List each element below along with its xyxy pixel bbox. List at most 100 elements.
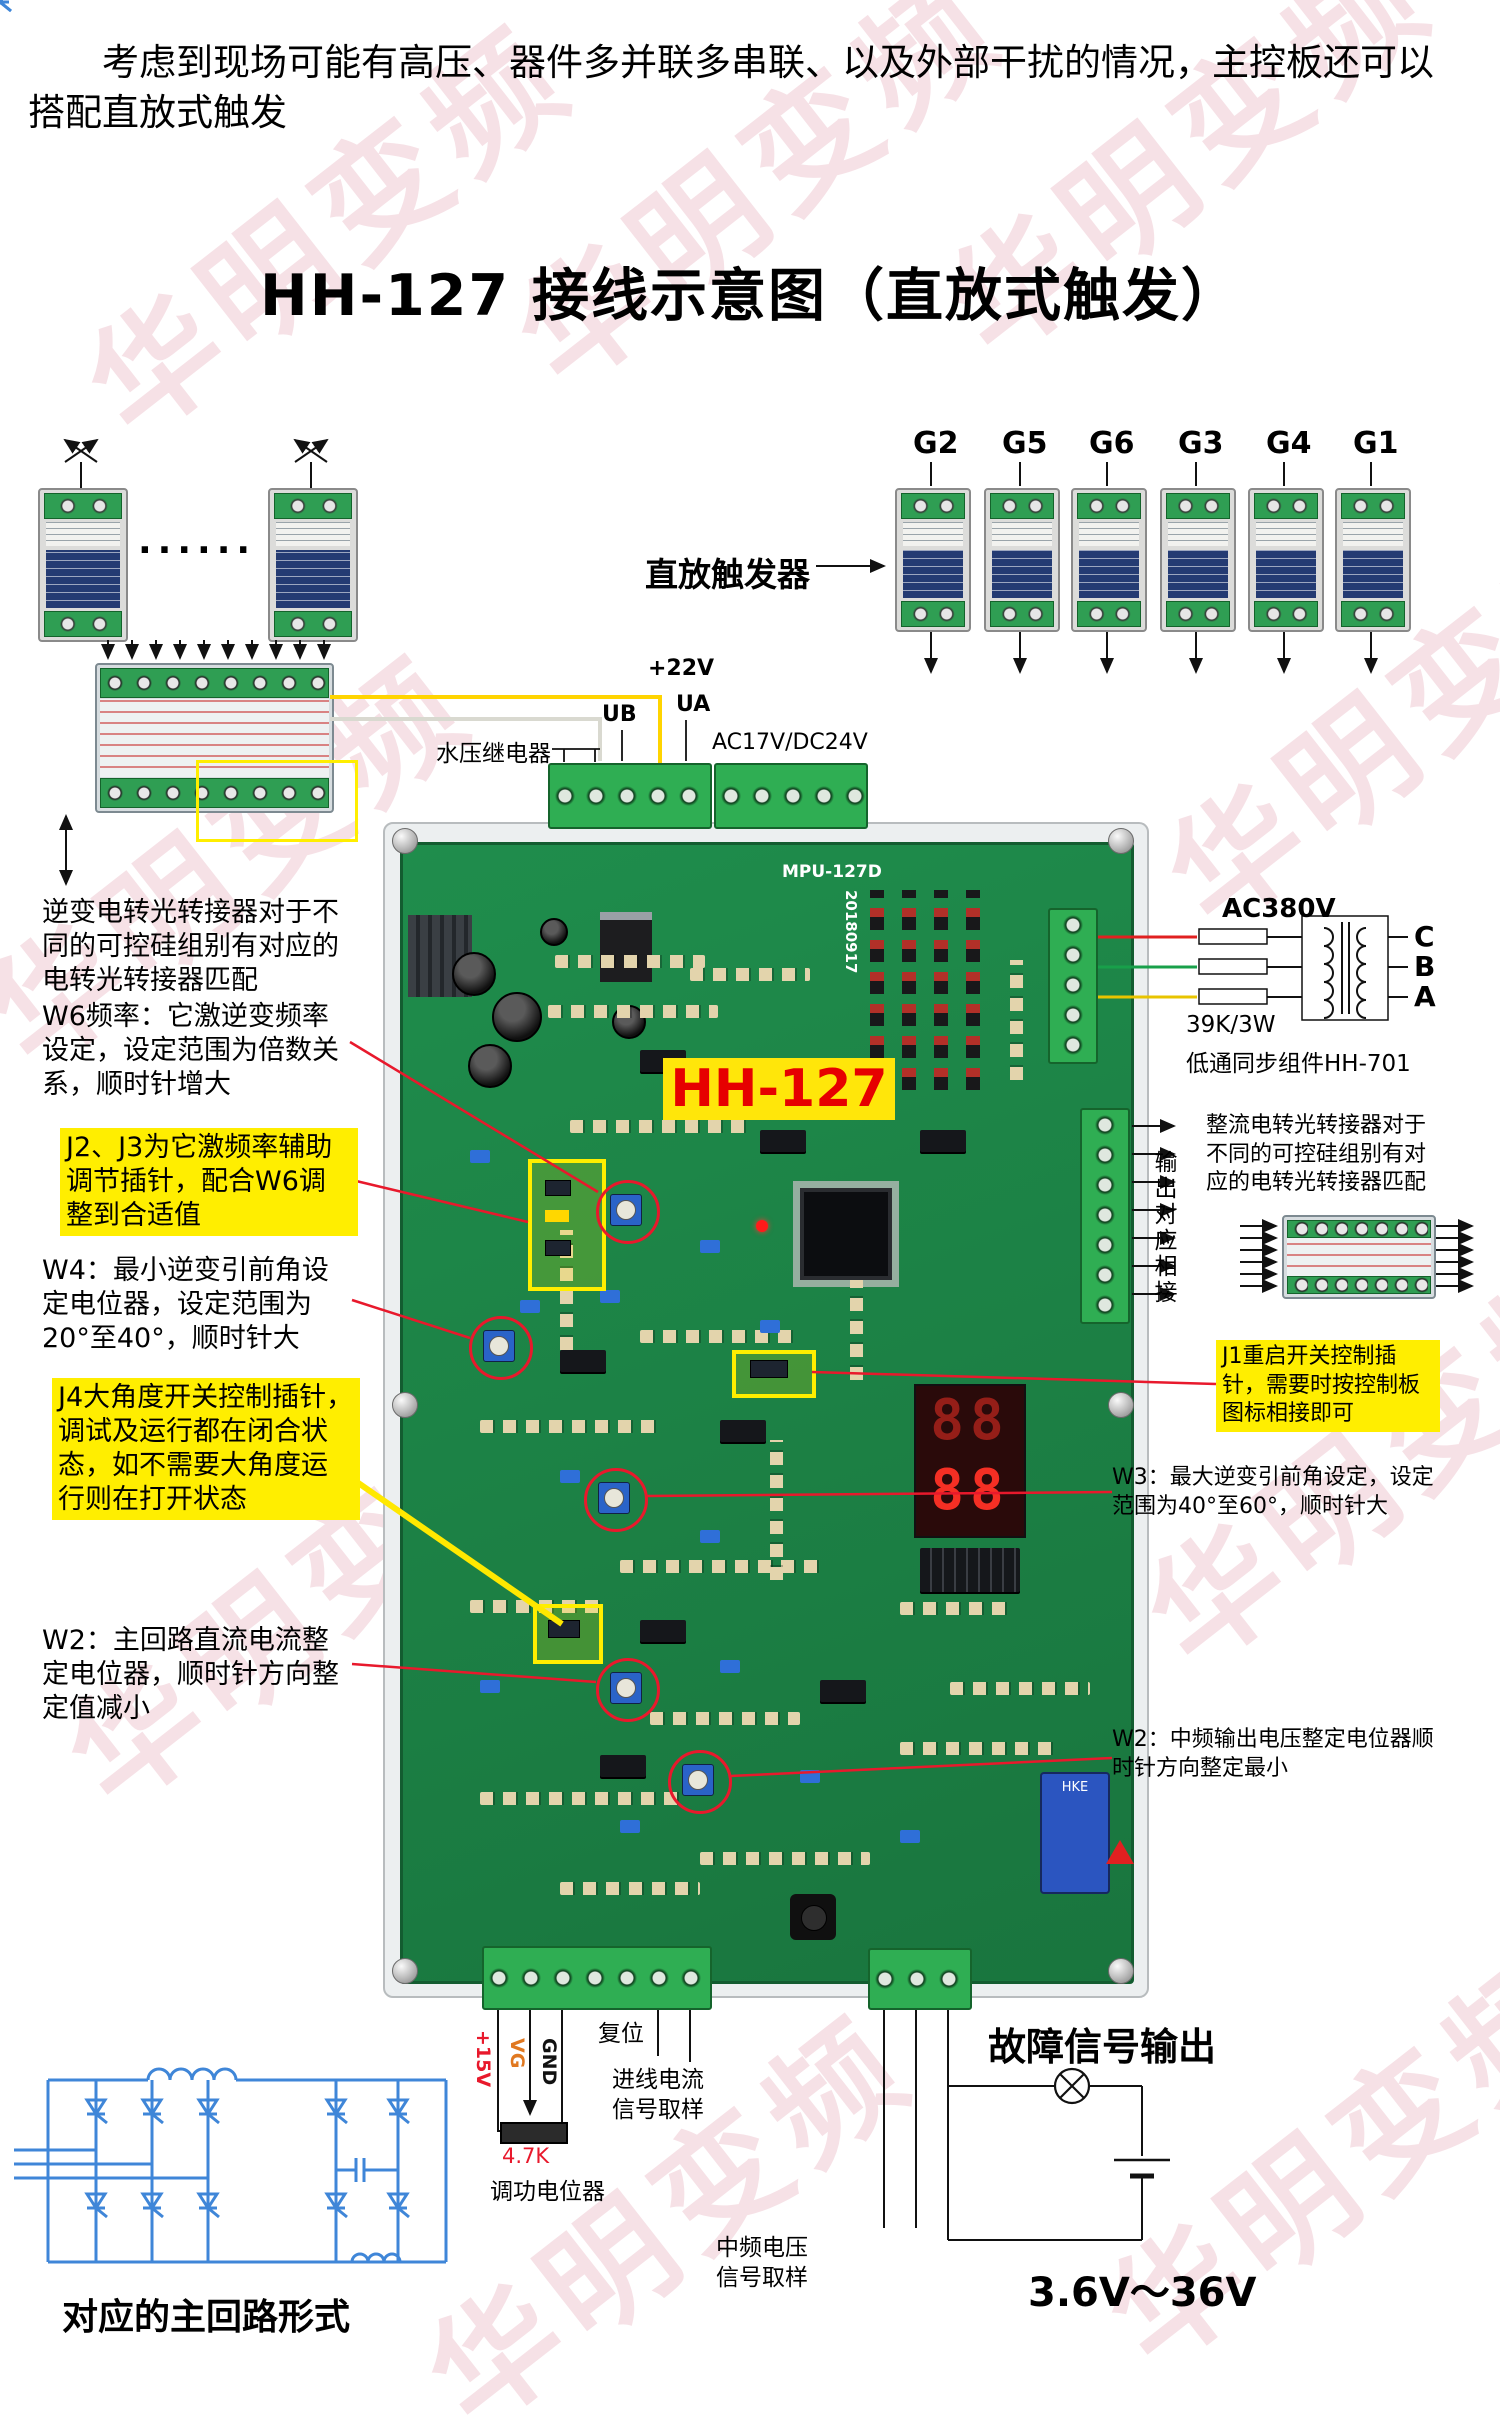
blue-capacitor bbox=[620, 1820, 640, 1833]
blue-capacitor bbox=[470, 1150, 490, 1163]
diode-column bbox=[966, 890, 980, 1090]
resistor-row bbox=[480, 1420, 660, 1433]
blue-capacitor bbox=[760, 1320, 780, 1333]
jumper-pin[interactable] bbox=[548, 1620, 580, 1638]
silkscreen-mpu: MPU-127D bbox=[782, 862, 882, 882]
blue-capacitor bbox=[480, 1680, 500, 1693]
ic-chip bbox=[600, 1755, 646, 1777]
terminal-strip bbox=[100, 778, 329, 808]
terminal-strip bbox=[100, 668, 329, 698]
module-label-area bbox=[100, 699, 329, 777]
terminal-block bbox=[548, 763, 712, 829]
blue-capacitor bbox=[700, 1530, 720, 1543]
w4-note: W4：最小逆变引前角设定电位器，设定范围为20°至40°，顺时针大 bbox=[42, 1255, 329, 1355]
push-button[interactable] bbox=[790, 1894, 836, 1940]
ic-chip bbox=[760, 1130, 806, 1152]
trigger-module bbox=[1071, 488, 1147, 632]
trigger-module bbox=[1160, 488, 1236, 632]
display-row: 88 bbox=[930, 1458, 1010, 1523]
trigger-module bbox=[895, 488, 971, 632]
trigger-module bbox=[984, 488, 1060, 632]
intro-paragraph: 考虑到现场可能有高压、器件多并联多串联、以及外部干扰的情况，主控板还可以搭配直放… bbox=[28, 41, 1434, 134]
terminal-strip bbox=[44, 493, 122, 519]
resistor-row bbox=[650, 1712, 800, 1725]
led-indicator bbox=[756, 1220, 768, 1232]
phase-a-label: A bbox=[1414, 980, 1436, 1013]
capacitor bbox=[540, 918, 568, 946]
terminal-block bbox=[1080, 1108, 1130, 1324]
jumper-pin[interactable] bbox=[750, 1360, 788, 1378]
blue-capacitor bbox=[600, 1290, 620, 1303]
ac-supply-label: AC17V/DC24V bbox=[712, 730, 868, 755]
potentiometer-symbol bbox=[500, 2122, 568, 2144]
blue-capacitor bbox=[720, 1660, 740, 1673]
module-label-area bbox=[276, 522, 350, 546]
load-coil bbox=[350, 2252, 402, 2263]
ic-chip bbox=[640, 1620, 686, 1642]
capacitor bbox=[452, 952, 496, 996]
warning-triangle-icon bbox=[1106, 1840, 1134, 1864]
resistor-row bbox=[640, 1330, 800, 1343]
jumper-pin[interactable] bbox=[545, 1240, 571, 1256]
reset-label: 复位 bbox=[598, 2021, 644, 2047]
resistor-row bbox=[700, 1852, 870, 1865]
diode-column bbox=[902, 890, 916, 1090]
module-label-area bbox=[46, 522, 120, 546]
w2-mid-note: W2：中频输出电压整定电位器顺时针方向整定最小 bbox=[1112, 1727, 1434, 1781]
trigger-module bbox=[268, 488, 358, 642]
ua-label: UA bbox=[676, 692, 711, 717]
group-label: G6 bbox=[1089, 426, 1135, 461]
capacitor bbox=[492, 992, 542, 1042]
screw-icon bbox=[392, 1958, 418, 1984]
annotation-ring bbox=[668, 1750, 732, 1814]
jumper-cap[interactable] bbox=[545, 1210, 569, 1222]
annotation-ring bbox=[596, 1180, 660, 1244]
blue-capacitor bbox=[900, 1830, 920, 1843]
screw-icon bbox=[1108, 1392, 1134, 1418]
scr-symbol bbox=[0, 0, 12, 13]
vg-label: VG bbox=[506, 2038, 528, 2069]
resistor-row bbox=[548, 1005, 718, 1018]
w3-note: W3：最大逆变引前角设定，设定范围为40°至60°，顺时针大 bbox=[1112, 1465, 1434, 1519]
group-label: G1 bbox=[1353, 426, 1399, 461]
group-label: G5 bbox=[1002, 426, 1048, 461]
terminal-strip bbox=[274, 493, 352, 519]
resistor-row bbox=[560, 1882, 700, 1895]
mcu-chip bbox=[800, 1188, 892, 1280]
screw-icon bbox=[392, 828, 418, 854]
smoothing-reactor-coil bbox=[146, 2067, 238, 2081]
annotation-ring bbox=[596, 1658, 660, 1722]
rectifier-converter-note: 整流电转光转接器对于不同的可控硅组别有对应的电转光转接器匹配 bbox=[1206, 1113, 1427, 1196]
trigger-row-label: 直放触发器 bbox=[645, 555, 810, 594]
blue-capacitor bbox=[520, 1300, 540, 1313]
blue-capacitor bbox=[700, 1240, 720, 1253]
diode-column bbox=[934, 890, 948, 1090]
ic-chip bbox=[720, 1420, 766, 1442]
pot-value-label: 4.7K bbox=[502, 2144, 550, 2168]
terminal-strip bbox=[274, 611, 352, 637]
inverter-converter-note: 逆变电转光转接器对于不同的可控硅组别有对应的电转光转接器匹配 bbox=[42, 897, 339, 997]
ic-chip bbox=[820, 1680, 866, 1702]
rectifier-converter-module bbox=[1282, 1215, 1436, 1299]
annotation-ring bbox=[584, 1468, 648, 1532]
blue-capacitor bbox=[800, 1770, 820, 1783]
group-label: G4 bbox=[1266, 426, 1312, 461]
ub-label: UB bbox=[602, 702, 637, 727]
group-label: G2 bbox=[913, 426, 959, 461]
display-row: 88 bbox=[930, 1388, 1010, 1453]
fiber-arrows bbox=[101, 640, 331, 660]
screw-icon bbox=[392, 1392, 418, 1418]
ic-chip bbox=[920, 1130, 966, 1152]
resistor-column bbox=[850, 1280, 863, 1380]
resistor-row bbox=[555, 955, 705, 968]
board-model-label: HH-127 bbox=[663, 1058, 895, 1120]
pot-name-label: 调功电位器 bbox=[490, 2179, 605, 2205]
diode-column bbox=[870, 890, 884, 1090]
jumper-pin[interactable] bbox=[545, 1180, 571, 1196]
capacitor bbox=[468, 1044, 512, 1088]
v22-label: +22V bbox=[648, 656, 715, 681]
terminal-block bbox=[868, 1948, 972, 2010]
j2-j3-highlight-box bbox=[528, 1159, 606, 1291]
mid-voltage-sample-label: 中频电压信号取样 bbox=[716, 2235, 808, 2291]
